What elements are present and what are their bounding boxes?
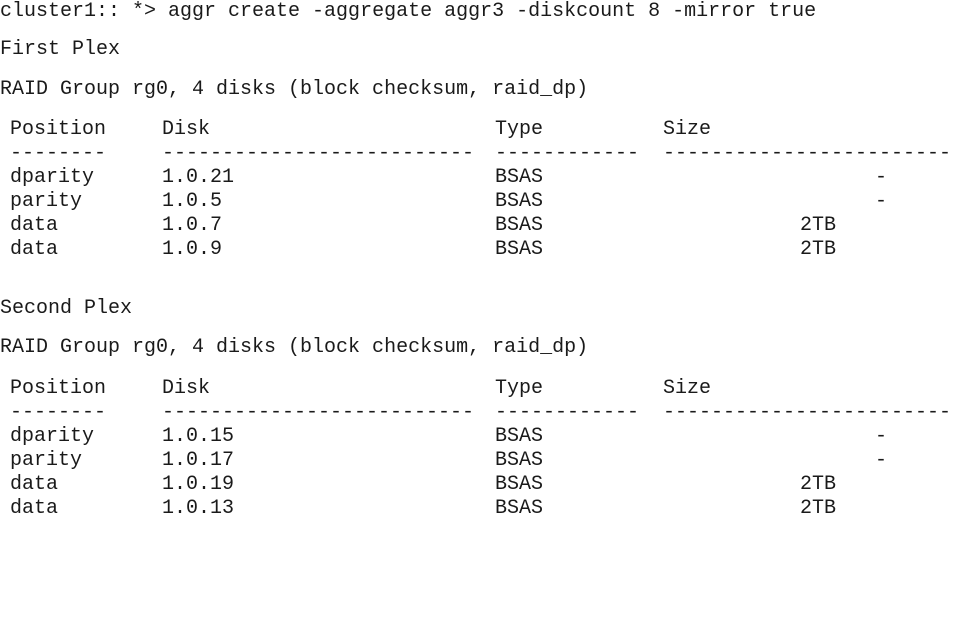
cell-type: BSAS	[495, 425, 544, 448]
cli-prompt: cluster1:: *>	[0, 0, 157, 23]
cell-disk: 1.0.7	[162, 214, 223, 237]
separator-position: --------	[10, 142, 107, 165]
cell-size: -	[875, 166, 888, 189]
cell-size: 2TB	[800, 238, 837, 261]
cell-type: BSAS	[495, 190, 544, 213]
cell-type: BSAS	[495, 473, 544, 496]
separator-type: ------------	[495, 401, 640, 424]
terminal-output: cluster1:: *> aggr create -aggregate aggr…	[0, 0, 954, 520]
cell-position: data	[10, 497, 59, 520]
cell-disk: 1.0.19	[162, 473, 235, 496]
cell-disk: 1.0.13	[162, 497, 235, 520]
cell-position: parity	[10, 449, 83, 472]
cell-type: BSAS	[495, 497, 544, 520]
cell-disk: 1.0.5	[162, 190, 223, 213]
cell-size: 2TB	[800, 214, 837, 237]
column-header-type: Type	[495, 118, 544, 141]
separator-size: --------------------------	[663, 401, 954, 424]
table-header-row: Position Disk Type Size	[0, 118, 954, 142]
cell-disk: 1.0.9	[162, 238, 223, 261]
table-row: data 1.0.19 BSAS 2TB	[0, 473, 954, 497]
cell-type: BSAS	[495, 238, 544, 261]
cell-type: BSAS	[495, 449, 544, 472]
cell-position: data	[10, 238, 59, 261]
table-separator-row: -------- -------------------------- ----…	[0, 401, 954, 425]
separator-disk: --------------------------	[162, 401, 475, 424]
table-row: data 1.0.9 BSAS 2TB	[0, 238, 954, 262]
cell-size: -	[875, 190, 888, 213]
cell-position: dparity	[10, 166, 95, 189]
table-header-row: Position Disk Type Size	[0, 377, 954, 401]
column-header-type: Type	[495, 377, 544, 400]
table-row: parity 1.0.5 BSAS -	[0, 190, 954, 214]
plex-title-second: Second Plex	[0, 297, 133, 320]
table-row: data 1.0.7 BSAS 2TB	[0, 214, 954, 238]
cell-size: -	[875, 425, 888, 448]
column-header-disk: Disk	[162, 377, 211, 400]
cell-size: 2TB	[800, 473, 837, 496]
column-header-disk: Disk	[162, 118, 211, 141]
cell-disk: 1.0.17	[162, 449, 235, 472]
raid-group-info-first: RAID Group rg0, 4 disks (block checksum,…	[0, 78, 589, 101]
cell-position: dparity	[10, 425, 95, 448]
table-row: dparity 1.0.21 BSAS -	[0, 166, 954, 190]
cli-command-line[interactable]: cluster1:: *> aggr create -aggregate aggr…	[0, 0, 954, 24]
separator-type: ------------	[495, 142, 640, 165]
cell-position: data	[10, 473, 59, 496]
cell-position: parity	[10, 190, 83, 213]
column-header-size: Size	[663, 377, 712, 400]
cell-size: 2TB	[800, 497, 837, 520]
cli-command-text: aggr create -aggregate aggr3 -diskcount …	[168, 0, 817, 23]
plex-title-first: First Plex	[0, 38, 121, 61]
table-row: data 1.0.13 BSAS 2TB	[0, 497, 954, 521]
cell-size: -	[875, 449, 888, 472]
cell-disk: 1.0.15	[162, 425, 235, 448]
raid-table-second: Position Disk Type Size -------- -------…	[0, 377, 954, 521]
column-header-position: Position	[10, 377, 107, 400]
separator-size: --------------------------	[663, 142, 954, 165]
separator-disk: --------------------------	[162, 142, 475, 165]
cell-position: data	[10, 214, 59, 237]
table-row: dparity 1.0.15 BSAS -	[0, 425, 954, 449]
separator-position: --------	[10, 401, 107, 424]
raid-table-first: Position Disk Type Size -------- -------…	[0, 118, 954, 262]
cell-type: BSAS	[495, 166, 544, 189]
column-header-position: Position	[10, 118, 107, 141]
raid-group-info-second: RAID Group rg0, 4 disks (block checksum,…	[0, 336, 589, 359]
cell-type: BSAS	[495, 214, 544, 237]
column-header-size: Size	[663, 118, 712, 141]
table-separator-row: -------- -------------------------- ----…	[0, 142, 954, 166]
cell-disk: 1.0.21	[162, 166, 235, 189]
table-row: parity 1.0.17 BSAS -	[0, 449, 954, 473]
